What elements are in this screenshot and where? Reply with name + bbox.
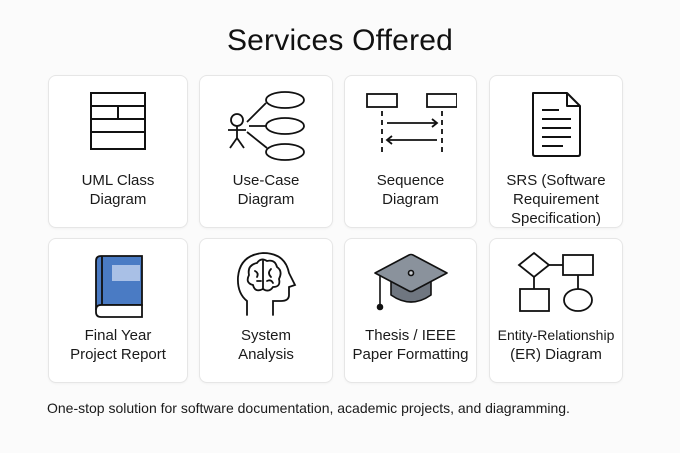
service-label: Diagram [89, 191, 147, 208]
service-label: (ER) Diagram [510, 346, 602, 363]
brain-head-icon [200, 249, 332, 329]
use-case-icon [200, 90, 332, 170]
book-icon [49, 253, 187, 333]
service-label: Sequence [376, 172, 445, 189]
service-label: Entity-Relationship [497, 327, 615, 343]
service-card-final-year-report[interactable]: Final Year Project Report [48, 238, 188, 383]
service-label: System [240, 327, 291, 344]
service-label: Requirement [513, 191, 599, 208]
service-label: Use-Case [232, 172, 300, 189]
service-label: Final Year [84, 327, 152, 344]
service-label: Analysis [238, 346, 294, 363]
service-card-thesis-formatting[interactable]: Thesis / IEEE Paper Formatting [344, 238, 477, 383]
service-card-sequence[interactable]: Sequence Diagram [344, 75, 477, 228]
sequence-diagram-icon [345, 90, 476, 170]
service-label: Diagram [237, 191, 295, 208]
uml-class-icon [49, 90, 187, 170]
service-card-uml-class[interactable]: UML Class Diagram [48, 75, 188, 228]
page-title: Services Offered [226, 24, 454, 57]
footer-tagline: One-stop solution for software documenta… [47, 400, 570, 416]
graduation-cap-icon [345, 253, 476, 333]
service-card-srs[interactable]: SRS (Software Requirement Specification) [489, 75, 623, 228]
service-label: UML Class [81, 172, 155, 189]
service-card-system-analysis[interactable]: System Analysis [199, 238, 333, 383]
service-label: Specification) [510, 210, 602, 227]
document-icon [490, 90, 622, 170]
service-label: Thesis / IEEE [365, 327, 456, 344]
service-label: Paper Formatting [352, 346, 469, 363]
service-label: Project Report [70, 346, 166, 363]
service-card-er-diagram[interactable]: Entity-Relationship (ER) Diagram [489, 238, 623, 383]
service-card-use-case[interactable]: Use-Case Diagram [199, 75, 333, 228]
er-diagram-icon [490, 251, 622, 331]
service-label: Diagram [382, 191, 439, 208]
service-label: SRS (Software [506, 172, 606, 189]
